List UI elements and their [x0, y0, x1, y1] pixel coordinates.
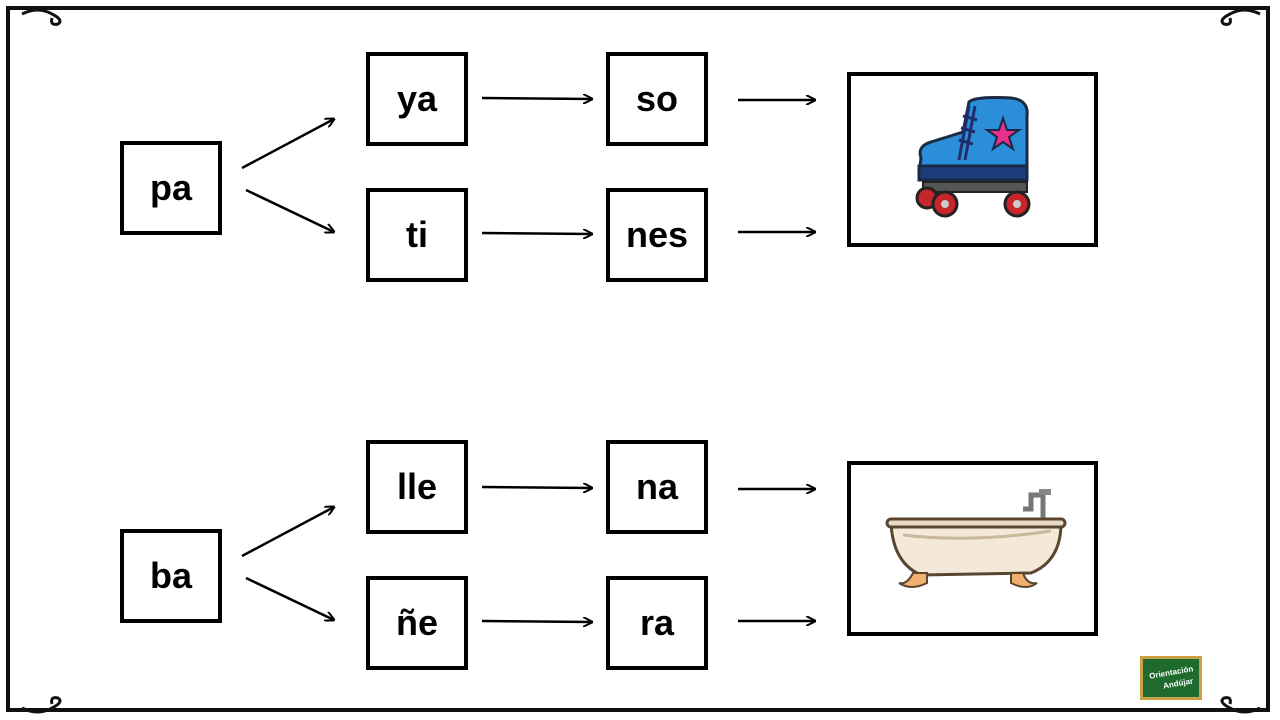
- syllable-box-first: pa: [120, 141, 222, 235]
- syllable-box-first: ba: [120, 529, 222, 623]
- roller-skate-icon: [915, 96, 1031, 218]
- corner-flourish-icon: [21, 696, 62, 714]
- syllable-box-lower-2: ra: [606, 576, 708, 670]
- arrow: [481, 98, 592, 99]
- page-border: [6, 6, 1270, 712]
- corner-flourish-icon: [1220, 8, 1261, 26]
- arrow: [481, 487, 592, 488]
- bathtub-picture: [847, 461, 1098, 636]
- arrow: [241, 119, 334, 170]
- arrow: [481, 621, 592, 622]
- syllable-box-upper-2: na: [606, 440, 708, 534]
- corner-flourish-icon: [21, 8, 62, 26]
- syllable-box-upper-2: so: [606, 52, 708, 146]
- corner-flourish-icon: [1220, 696, 1261, 714]
- arrow: [245, 576, 334, 620]
- orientacion-andujar-logo: Orientación Andújar: [1140, 656, 1202, 700]
- syllable-box-lower-1: ñe: [366, 576, 468, 670]
- syllable-box-upper-1: lle: [366, 440, 468, 534]
- syllable-box-upper-1: ya: [366, 52, 468, 146]
- syllable-box-lower-2: nes: [606, 188, 708, 282]
- roller-skate-picture: [847, 72, 1098, 247]
- arrow: [241, 507, 334, 558]
- bathtub-icon: [885, 489, 1067, 588]
- arrow: [245, 188, 334, 232]
- syllable-box-lower-1: ti: [366, 188, 468, 282]
- arrow: [481, 233, 592, 234]
